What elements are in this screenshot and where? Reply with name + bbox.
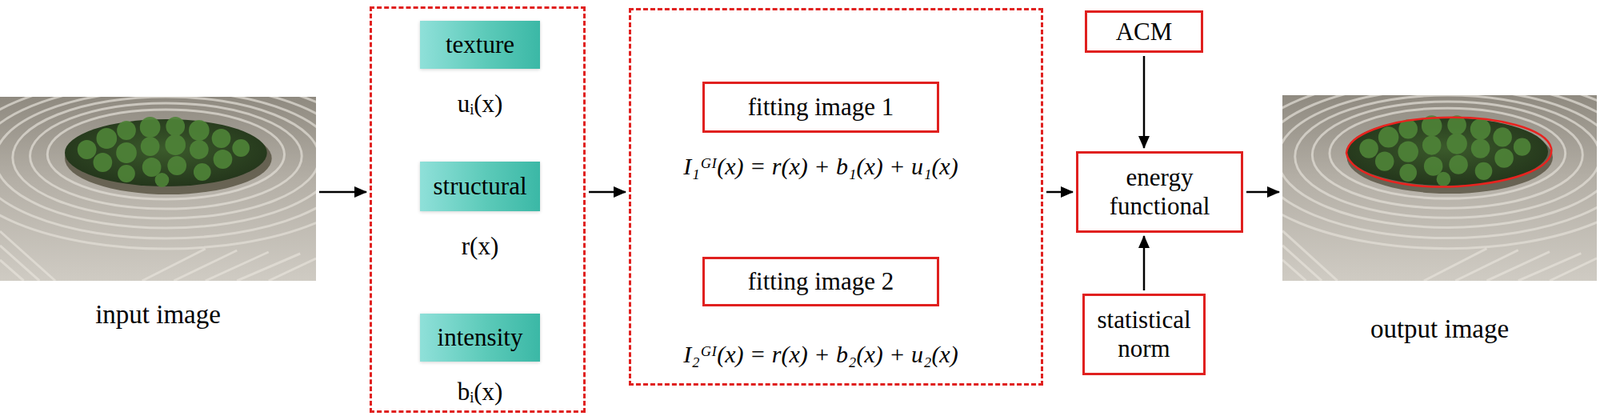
image-caption: output image — [1370, 314, 1509, 345]
segmentation-contour — [1346, 117, 1552, 188]
fitting-group: fitting image 1 I₁ᴳᴵ(x) = r(x) + b₁(x) + … — [628, 8, 1044, 386]
input-image-frame: input image — [0, 96, 316, 281]
feature-name: texture — [445, 30, 515, 60]
equation: I₁ᴳᴵ(x) = r(x) + b₁(x) + u₁(x) — [683, 152, 958, 181]
feature-group: textureuᵢ(x)structuralr(x)intensitybᵢ(x) — [369, 6, 586, 413]
flow-arrow — [1246, 191, 1280, 194]
output-image-frame: output image — [1282, 95, 1597, 281]
feature-name: structural — [432, 172, 527, 201]
flow-arrow — [319, 191, 367, 194]
feature-box: structuralr(x) — [420, 161, 540, 212]
flow-arrow — [1143, 56, 1146, 148]
flow-arrow — [588, 191, 626, 194]
box-label: statistical norm — [1092, 305, 1196, 363]
process-box: statistical norm — [1082, 293, 1206, 376]
math-symbol: bᵢ(x) — [457, 377, 504, 407]
box-label: fitting image 2 — [748, 267, 895, 296]
process-box: ACM — [1084, 10, 1204, 53]
process-box: energy functional — [1076, 151, 1244, 233]
feature-name: intensity — [437, 323, 524, 352]
box-label: ACM — [1116, 17, 1173, 47]
math-symbol: uᵢ(x) — [457, 89, 504, 119]
feature-box: intensitybᵢ(x) — [420, 313, 540, 362]
fitting-box: fitting image 1I₁ᴳᴵ(x) = r(x) + b₁(x) + … — [702, 81, 940, 133]
garden-scene — [1282, 95, 1597, 281]
flow-arrow — [1143, 236, 1146, 291]
input-photo — [0, 96, 316, 281]
equation: I₂ᴳᴵ(x) = r(x) + b₂(x) + u₂(x) — [683, 340, 958, 369]
image-caption: input image — [95, 300, 221, 331]
fitting-box: fitting image 2I₂ᴳᴵ(x) = r(x) + b₂(x) + … — [702, 256, 940, 307]
box-label: energy functional — [1085, 163, 1234, 220]
garden-scene — [0, 96, 316, 281]
math-symbol: r(x) — [461, 232, 499, 261]
output-photo — [1282, 95, 1597, 281]
flow-arrow — [1046, 191, 1073, 194]
box-label: fitting image 1 — [748, 92, 895, 122]
feature-box: textureuᵢ(x) — [420, 20, 540, 69]
